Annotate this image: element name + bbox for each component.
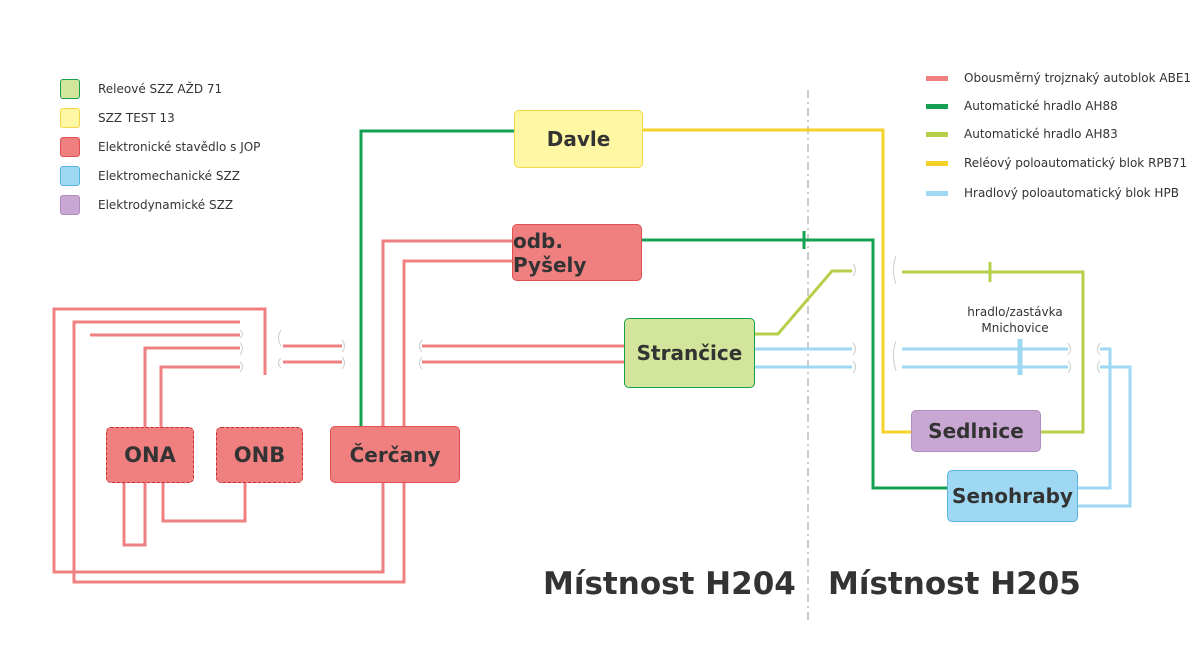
- pysely-line-1: [381, 239, 512, 426]
- sedlnice-ah83-line: [902, 270, 1085, 434]
- station-label: Čerčany: [349, 442, 441, 467]
- legend-label: SZZ TEST 13: [98, 111, 175, 125]
- pysely-senohraby-line: [642, 238, 947, 490]
- station-onb[interactable]: ONB: [216, 427, 303, 483]
- note-line-1: hradlo/zastávka: [967, 305, 1063, 319]
- legend-swatch: [60, 137, 80, 157]
- davle-cercany-line: [359, 129, 514, 426]
- room-label-h204: Místnost H204: [543, 566, 796, 602]
- connector-mark: [852, 360, 856, 374]
- connector-mark: [419, 356, 423, 370]
- legend-label: Hradlový poloautomatický blok HPB: [964, 186, 1179, 200]
- connector-mark: [852, 342, 856, 356]
- station-label: ONA: [124, 443, 176, 467]
- connector-mark: [239, 329, 243, 339]
- connector-mark: [893, 255, 897, 285]
- legend-swatch: [60, 79, 80, 99]
- hpb-senohraby-2: [1078, 365, 1132, 508]
- legend-line-swatch: [926, 103, 948, 109]
- mnichovice-note: hradlo/zastávka Mnichovice: [950, 304, 1080, 336]
- connector-mark: [419, 339, 423, 353]
- pysely-line-2: [402, 259, 512, 426]
- legend-swatch: [60, 195, 80, 215]
- connector-mark: [1067, 342, 1071, 356]
- outer-loop-line-2: [72, 320, 406, 584]
- outer-loop-line: [52, 307, 385, 574]
- note-line-2: Mnichovice: [981, 321, 1049, 335]
- station-label: ONB: [233, 443, 286, 467]
- legend-line-2: Automatické hradlo AH83: [926, 127, 1118, 141]
- connector-marks: [239, 255, 1101, 374]
- legend-label: Automatické hradlo AH88: [964, 99, 1118, 113]
- legend-line-1: Automatické hradlo AH88: [926, 99, 1118, 113]
- station-strancice[interactable]: Strančice: [624, 318, 755, 388]
- station-label: Senohraby: [952, 484, 1073, 508]
- ona-loop-line: [122, 346, 240, 547]
- room-label-h205: Místnost H205: [828, 566, 1081, 602]
- connector-mark: [893, 340, 897, 372]
- legend-line-swatch: [926, 160, 948, 166]
- rpb71-line: [643, 128, 911, 434]
- station-davle[interactable]: Davle: [514, 110, 643, 168]
- connector-mark: [341, 339, 345, 353]
- legend-item-2: Elektronické stavědlo s JOP: [60, 137, 260, 157]
- connector-mark: [852, 263, 856, 277]
- legend-label: Elektronické stavědlo s JOP: [98, 140, 261, 154]
- station-label: Sedlnice: [928, 419, 1024, 443]
- hpb-lines: [755, 339, 1132, 508]
- station-senohraby[interactable]: Senohraby: [947, 470, 1078, 522]
- strancice-ah83-line: [755, 269, 852, 336]
- legend-swatch: [60, 108, 80, 128]
- hpb-senohraby-1: [1078, 347, 1112, 490]
- legend-item-4: Elektrodynamické SZZ: [60, 195, 233, 215]
- legend-line-swatch: [926, 75, 948, 81]
- station-label: Davle: [546, 127, 611, 151]
- connector-mark: [1097, 342, 1101, 356]
- legend-line-3: Reléový poloautomatický blok RPB71: [926, 156, 1187, 170]
- connector-mark: [1067, 360, 1071, 374]
- station-cercany[interactable]: Čerčany: [330, 426, 460, 483]
- legend-label: Releové SZZ AŽD 71: [98, 82, 223, 96]
- connector-mark: [239, 361, 243, 373]
- onb-top-line: [159, 365, 240, 427]
- legend-line-0: Obousměrný trojznaký autoblok ABE1: [926, 71, 1191, 85]
- connector-mark: [341, 356, 345, 370]
- ah83-lines: [755, 262, 1085, 434]
- ah88-lines: [359, 129, 947, 490]
- legend-line-swatch: [926, 131, 948, 137]
- legend-item-3: Elektromechanické SZZ: [60, 166, 240, 186]
- station-label: odb. Pyšely: [513, 228, 587, 277]
- legend-label: Elektrodynamické SZZ: [98, 198, 234, 212]
- legend-label: Elektromechanické SZZ: [98, 169, 240, 183]
- connector-mark: [239, 342, 243, 356]
- connector-mark: [278, 357, 282, 369]
- legend-item-0: Releové SZZ AŽD 71: [60, 79, 222, 99]
- abe1-lines: [52, 239, 624, 584]
- connector-mark: [1097, 360, 1101, 374]
- station-label: Strančice: [636, 341, 743, 365]
- legend-swatch: [60, 166, 80, 186]
- station-ona[interactable]: ONA: [106, 427, 194, 483]
- legend-label: Reléový poloautomatický blok RPB71: [964, 156, 1188, 170]
- station-sedlnice[interactable]: Sedlnice: [911, 410, 1041, 452]
- legend-item-1: SZZ TEST 13: [60, 108, 175, 128]
- ona-onb-line: [161, 483, 247, 523]
- station-pysely[interactable]: odb. Pyšely: [512, 224, 642, 281]
- connector-mark: [278, 329, 282, 347]
- legend-line-swatch: [926, 190, 948, 196]
- legend-label: Obousměrný trojznaký autoblok ABE1: [964, 71, 1192, 85]
- legend-label: Automatické hradlo AH83: [964, 127, 1118, 141]
- legend-line-4: Hradlový poloautomatický blok HPB: [926, 186, 1179, 200]
